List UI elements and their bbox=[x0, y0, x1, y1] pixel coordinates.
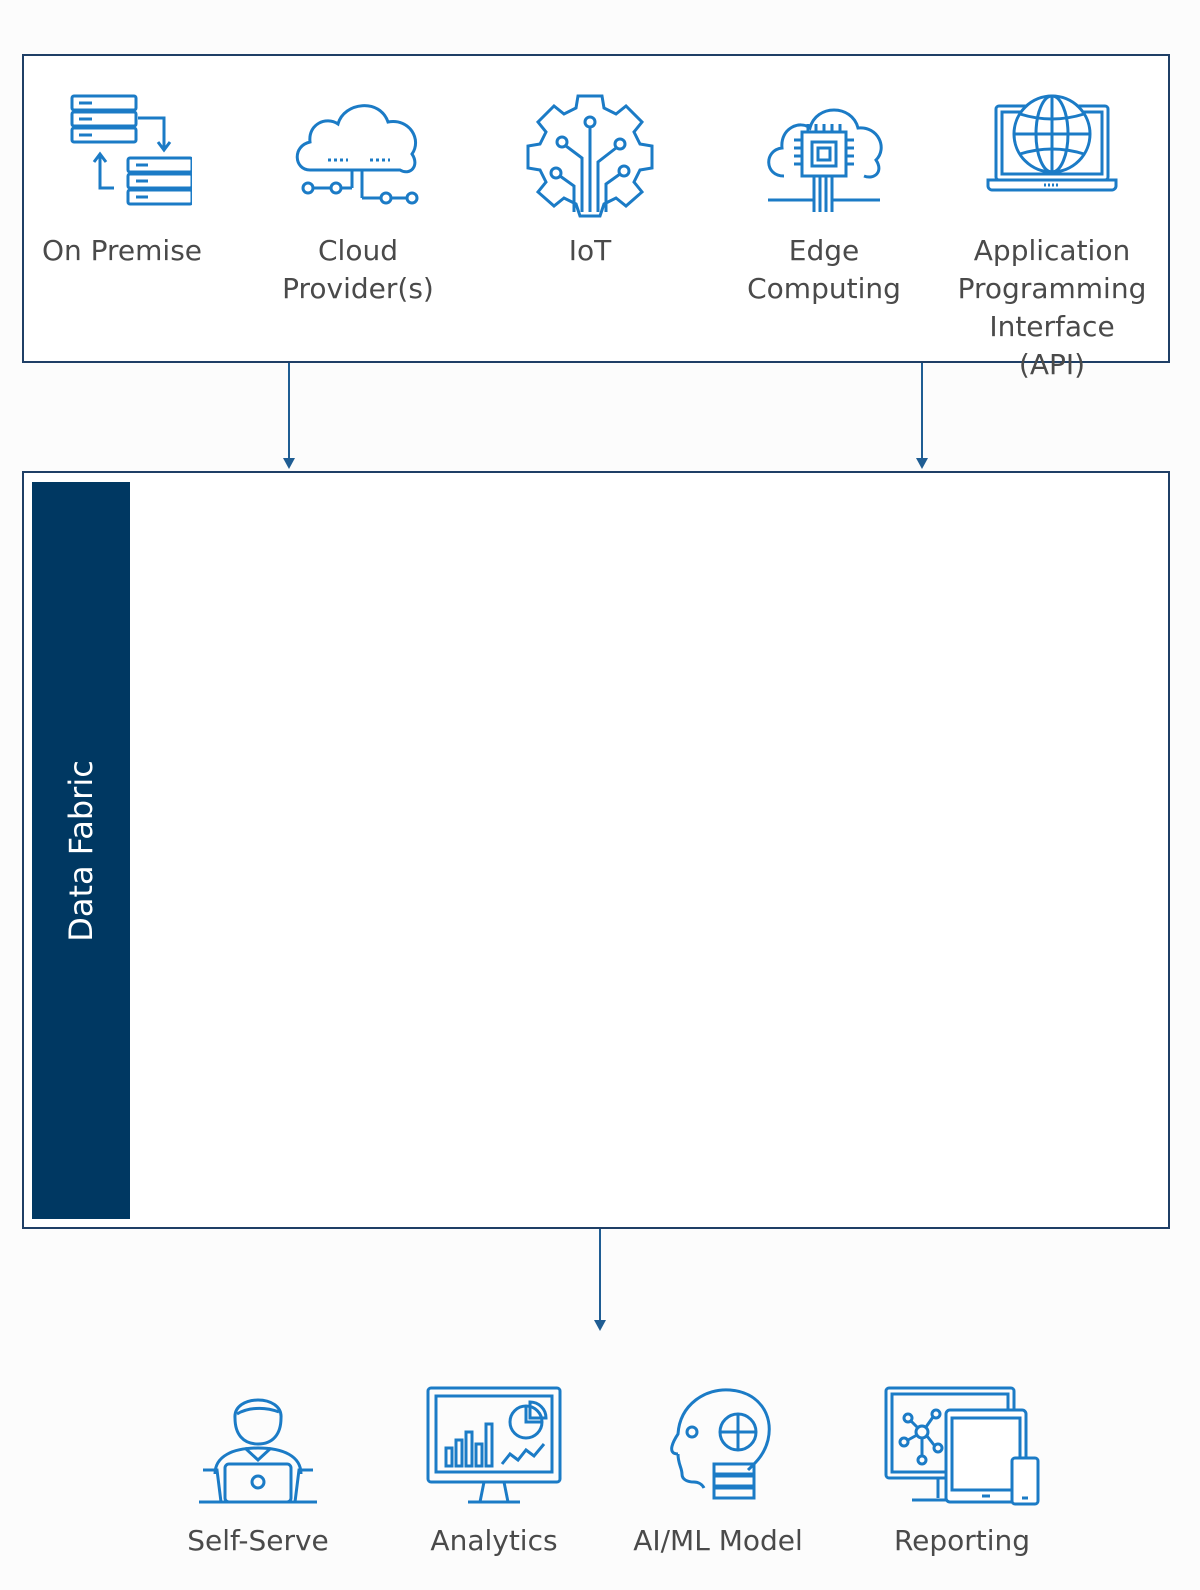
cloud-network-icon bbox=[295, 104, 419, 205]
output-ai-ml-model: AI/ML Model bbox=[628, 1384, 808, 1560]
cloud-chip-icon bbox=[767, 108, 883, 212]
source-api: Application Programming Interface (API) bbox=[952, 88, 1152, 384]
source-label: Cloud Provider(s) bbox=[282, 234, 434, 305]
output-reporting: Reporting bbox=[872, 1384, 1052, 1560]
output-label: Analytics bbox=[430, 1524, 558, 1557]
monitor-charts-icon bbox=[426, 1386, 562, 1504]
output-analytics: Analytics bbox=[404, 1384, 584, 1560]
server-transfer-icon bbox=[70, 94, 192, 206]
source-iot: IoT bbox=[500, 88, 680, 270]
data-fabric-bar: Data Fabric bbox=[32, 482, 130, 1219]
data-fabric-label: Data Fabric bbox=[62, 759, 100, 942]
gear-circuit-icon bbox=[526, 94, 654, 218]
output-self-serve: Self-Serve bbox=[168, 1384, 348, 1560]
output-label: Reporting bbox=[893, 1524, 1031, 1557]
output-label: AI/ML Model bbox=[633, 1524, 803, 1557]
output-label: Self-Serve bbox=[187, 1524, 329, 1557]
data-sources-box bbox=[22, 54, 1170, 363]
arrowhead-left bbox=[283, 458, 295, 469]
head-brain-icon bbox=[670, 1388, 771, 1500]
source-label: On Premise bbox=[41, 234, 203, 267]
source-label: IoT bbox=[568, 234, 612, 267]
arrowhead-down bbox=[594, 1320, 606, 1331]
laptop-globe-icon bbox=[986, 94, 1118, 192]
devices-network-icon bbox=[884, 1386, 1040, 1506]
person-laptop-icon bbox=[199, 1398, 317, 1504]
source-cloud-providers: Cloud Provider(s) bbox=[268, 88, 448, 308]
source-edge-computing: Edge Computing bbox=[734, 88, 914, 308]
source-label: Edge Computing bbox=[747, 234, 901, 305]
data-fabric-box: Data Fabric bbox=[22, 471, 1170, 1229]
source-on-premise: On Premise bbox=[32, 88, 212, 270]
arrowhead-right bbox=[916, 458, 928, 469]
source-label: Application Programming Interface (API) bbox=[957, 234, 1147, 381]
